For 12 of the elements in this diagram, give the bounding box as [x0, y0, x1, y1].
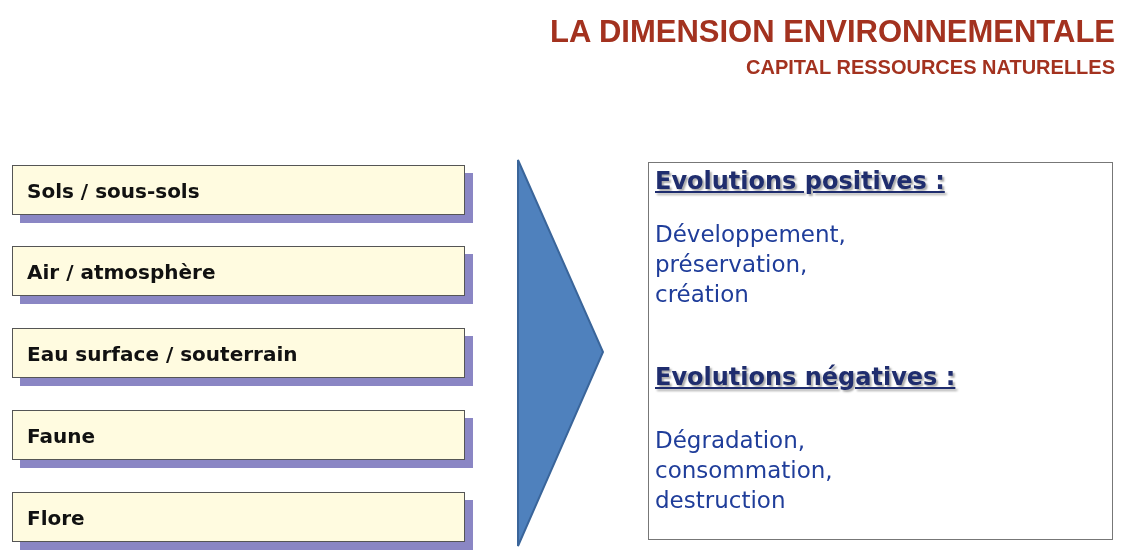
- title: LA DIMENSION ENVIRONNEMENTALE: [550, 14, 1115, 50]
- box-label: Flore: [27, 506, 85, 530]
- paragraph: Dégradation, consommation, destruction: [655, 426, 834, 515]
- box-label: Air / atmosphère: [27, 260, 216, 284]
- box-label: Eau surface / souterrain: [27, 342, 298, 366]
- paragraph: Développement, préservation, création: [655, 220, 847, 309]
- box-label: Sols / sous-sols: [27, 179, 200, 203]
- subtitle: CAPITAL RESSOURCES NATURELLES: [746, 56, 1115, 79]
- text-panel: [648, 162, 1113, 540]
- box-label: Faune: [27, 424, 96, 448]
- section-heading: Evolutions négatives :: [655, 363, 956, 391]
- section-heading: Evolutions positives :: [655, 167, 945, 195]
